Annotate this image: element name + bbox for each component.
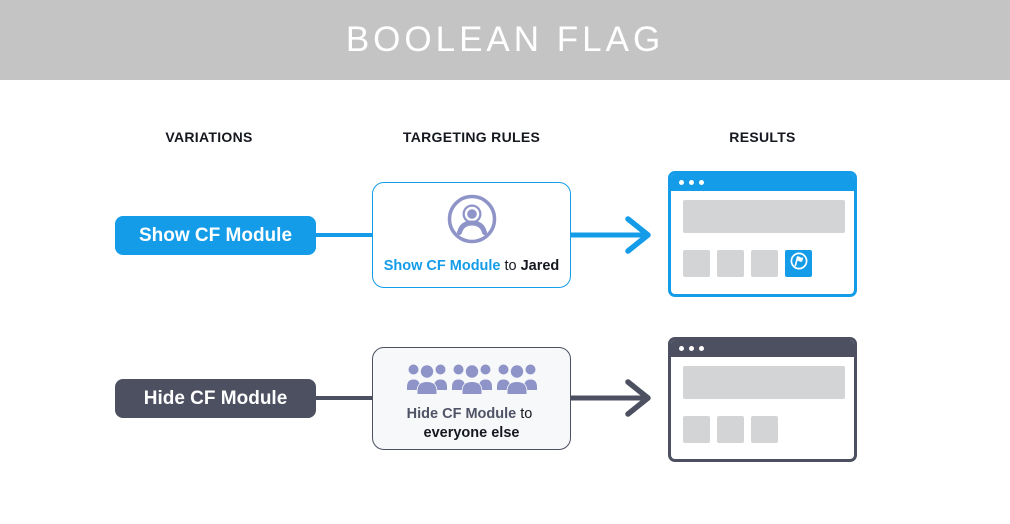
window-titlebar [671,340,854,357]
connector-line [316,233,372,237]
window-content [671,191,854,277]
user-circle-icon [446,193,498,250]
content-banner-placeholder [683,200,845,233]
module-placeholder [751,416,778,443]
rule-flag-name: Show CF Module [383,258,501,274]
cf-module-tile [785,250,812,277]
crowd-icon [404,361,540,400]
rule-target: everyone else [423,425,520,442]
module-row [683,250,844,277]
browser-window-show [668,171,857,297]
arrow-right-icon [570,213,658,257]
flag-circle-icon [789,251,809,276]
window-content [671,357,854,443]
rule-connector: to [504,258,517,274]
module-placeholder [751,250,778,277]
window-dot-icon [699,346,704,351]
window-titlebar [671,174,854,191]
arrow-right-icon [570,376,658,420]
window-dot-icon [689,346,694,351]
module-row [683,416,844,443]
variation-button-hide: Hide CF Module [115,379,316,418]
connector-line [316,396,372,400]
column-header-targeting-rules: TARGETING RULES [402,129,541,145]
variation-button-label: Hide CF Module [143,387,288,409]
variation-button-label: Show CF Module [138,224,293,246]
column-header-variations: VARIATIONS [165,129,253,145]
window-dot-icon [699,180,704,185]
rule-target: Jared [520,258,560,274]
rule-connector: to [520,406,533,422]
content-banner-placeholder [683,366,845,399]
module-placeholder [683,416,710,443]
module-placeholder [717,250,744,277]
header-banner: BOOLEAN FLAG [0,0,1010,80]
window-dot-icon [679,180,684,185]
window-dot-icon [689,180,694,185]
module-placeholder [717,416,744,443]
rule-flag-name: Hide CF Module [406,406,517,422]
page-title: BOOLEAN FLAG [345,20,665,59]
module-placeholder [683,250,710,277]
column-header-results: RESULTS [729,129,796,145]
window-dot-icon [679,346,684,351]
variation-button-show: Show CF Module [115,216,316,255]
browser-window-hide [668,337,857,462]
